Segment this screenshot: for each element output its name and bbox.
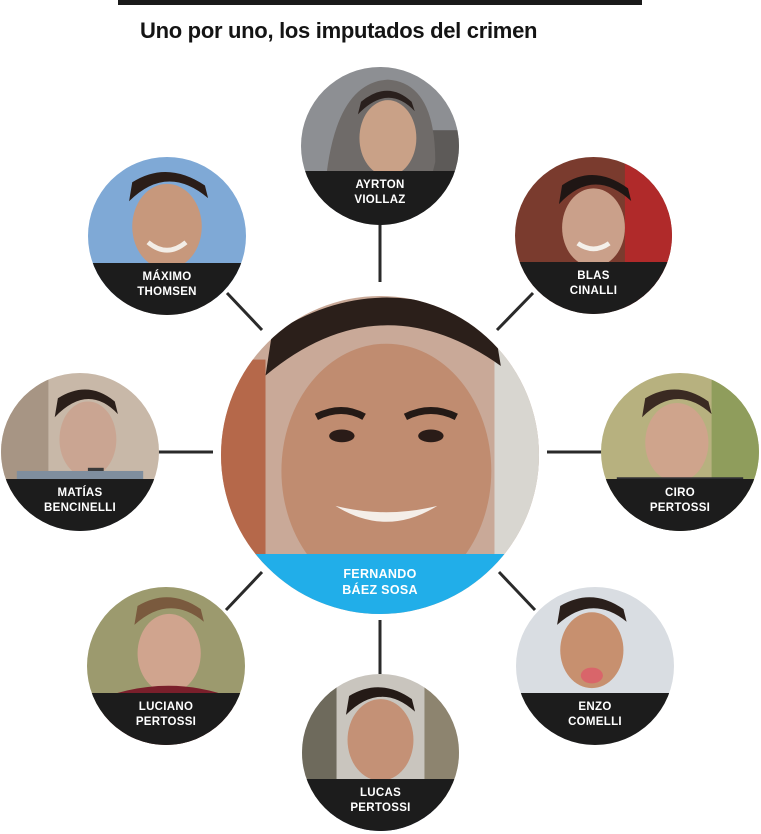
accused-portrait-luciano: LUCIANO PERTOSSI: [87, 587, 245, 745]
accused-first-name: MATÍAS: [57, 487, 103, 499]
name-band-lucas: LUCAS PERTOSSI: [302, 779, 459, 831]
victim-name-band: FERNANDO BÁEZ SOSA: [221, 554, 539, 614]
name-band-matias: MATÍAS BENCINELLI: [1, 479, 159, 531]
accused-first-name: LUCAS: [359, 787, 402, 799]
accused-last-name: PERTOSSI: [350, 802, 411, 814]
accused-portrait-lucas: LUCAS PERTOSSI: [302, 674, 459, 831]
accused-last-name: VIOLLAZ: [354, 194, 406, 206]
name-band-enzo: ENZO COMELLI: [516, 693, 674, 745]
accused-last-name: PERTOSSI: [135, 716, 197, 728]
victim-last-name: BÁEZ SOSA: [342, 583, 418, 597]
accused-portrait-maximo: MÁXIMO THOMSEN: [88, 157, 246, 315]
accused-portrait-blas: BLAS CINALLI: [515, 157, 672, 314]
accused-portrait-enzo: ENZO COMELLI: [516, 587, 674, 745]
top-rule: [118, 0, 642, 5]
accused-portrait-ayrton: AYRTON VIOLLAZ: [301, 67, 459, 225]
accused-first-name: MÁXIMO: [142, 271, 192, 283]
victim-first-name: FERNANDO: [343, 567, 417, 581]
victim-portrait: FERNANDO BÁEZ SOSA: [221, 296, 539, 614]
accused-portrait-matias: MATÍAS BENCINELLI: [1, 373, 159, 531]
accused-portrait-ciro: CIRO PERTOSSI: [601, 373, 759, 531]
accused-first-name: ENZO: [578, 701, 612, 713]
accused-last-name: PERTOSSI: [649, 502, 711, 514]
accused-first-name: AYRTON: [355, 179, 405, 191]
name-band-blas: BLAS CINALLI: [515, 262, 672, 314]
accused-last-name: COMELLI: [568, 716, 622, 728]
name-band-luciano: LUCIANO PERTOSSI: [87, 693, 245, 745]
name-band-maximo: MÁXIMO THOMSEN: [88, 263, 246, 315]
name-band-ayrton: AYRTON VIOLLAZ: [301, 171, 459, 225]
accused-first-name: CIRO: [665, 487, 695, 499]
accused-last-name: THOMSEN: [137, 286, 197, 298]
page-title: Uno por uno, los imputados del crimen: [140, 18, 538, 43]
accused-first-name: LUCIANO: [138, 701, 194, 713]
accused-last-name: CINALLI: [569, 285, 618, 297]
name-band-ciro: CIRO PERTOSSI: [601, 479, 759, 531]
accused-first-name: BLAS: [577, 270, 610, 282]
accused-last-name: BENCINELLI: [44, 502, 116, 514]
